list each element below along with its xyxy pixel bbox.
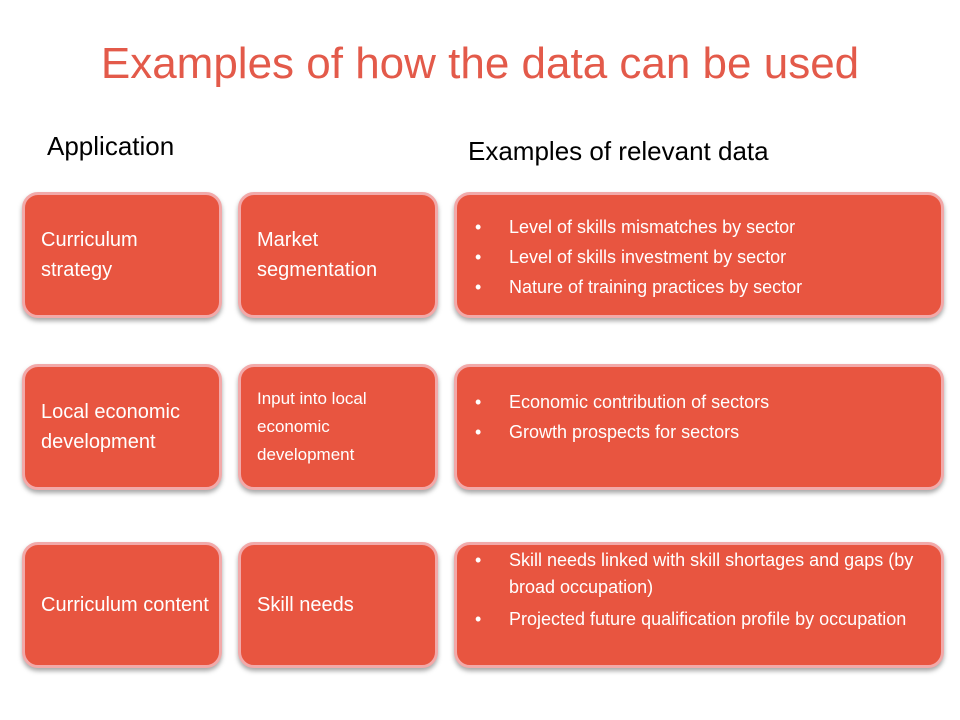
examples-column-header: Examples of relevant data	[468, 136, 769, 166]
data-list-item: Economic contribution of sectors	[475, 387, 925, 417]
application-label: Curriculum strategy	[41, 229, 138, 281]
focus-label: Input into local economic development	[257, 389, 367, 464]
application-box-curriculum-strategy: Curriculum strategy	[22, 192, 222, 318]
data-list-item: Level of skills investment by sector	[475, 242, 925, 272]
data-list-item: Level of skills mismatches by sector	[475, 212, 925, 242]
data-box-row-1: Level of skills mismatches by sector Lev…	[454, 192, 944, 318]
data-list-item: Growth prospects for sectors	[475, 417, 925, 447]
slide-title: Examples of how the data can be used	[100, 39, 860, 88]
data-box-row-2: Economic contribution of sectors Growth …	[454, 364, 944, 490]
focus-box-market-segmentation: Market segmentation	[238, 192, 438, 318]
data-list: Level of skills mismatches by sector Lev…	[475, 212, 925, 302]
data-list-item: Projected future qualification profile b…	[475, 606, 925, 633]
application-box-curriculum-content: Curriculum content	[22, 542, 222, 668]
data-list-item: Nature of training practices by sector	[475, 272, 925, 302]
data-list: Economic contribution of sectors Growth …	[475, 387, 925, 447]
application-label: Local economic development	[41, 401, 180, 453]
application-column-header: Application	[47, 131, 175, 161]
focus-box-skill-needs: Skill needs	[238, 542, 438, 668]
application-label: Curriculum content	[41, 594, 209, 616]
application-box-local-economic-development: Local economic development	[22, 364, 222, 490]
data-list: Skill needs linked with skill shortages …	[475, 547, 925, 633]
data-box-row-3: Skill needs linked with skill shortages …	[454, 542, 944, 668]
focus-box-input-into-local-economic-development: Input into local economic development	[238, 364, 438, 490]
focus-label: Skill needs	[257, 594, 354, 616]
focus-label: Market segmentation	[257, 229, 378, 281]
data-list-item: Skill needs linked with skill shortages …	[475, 547, 925, 601]
